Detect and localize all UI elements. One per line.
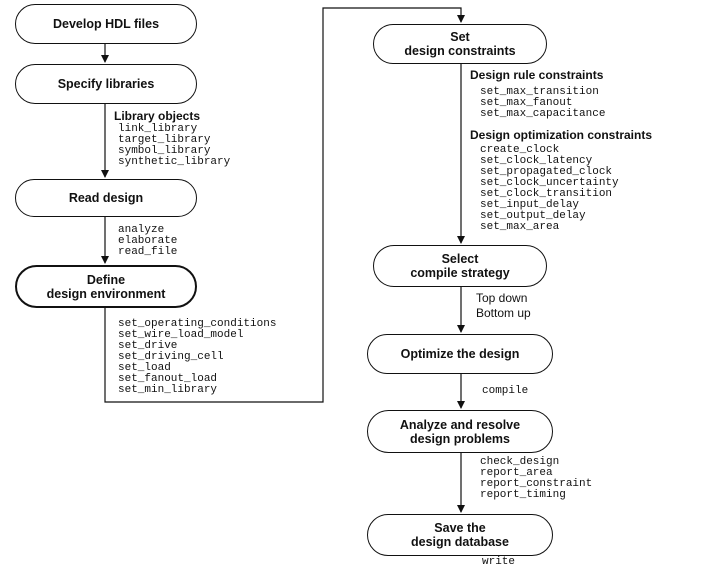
save-command: write — [482, 556, 516, 568]
develop-hdl-node: Develop HDL files — [15, 4, 197, 44]
compile-commands-list: compile — [482, 386, 528, 397]
save-commands-list: write — [482, 557, 515, 568]
set-constraints-label-line-1: Set — [450, 30, 470, 44]
design-rule-command: set_max_transition — [480, 86, 599, 98]
optimization-heading: Design optimization constraints — [470, 128, 653, 142]
optimization-command: set_max_area — [480, 221, 560, 233]
read-design-label: Read design — [68, 191, 144, 205]
compile-strategy-label-line-2: compile strategy — [410, 266, 510, 280]
read-design-node: Read design — [15, 179, 197, 217]
compile-strategy-label-line-1: Select — [441, 252, 479, 266]
optimization-command: set_propagated_clock — [480, 166, 613, 178]
develop-hdl-label: Develop HDL files — [52, 17, 160, 31]
design-rule-command: set_max_fanout — [480, 97, 573, 109]
define-environment-label-line-2: design environment — [46, 286, 166, 301]
environment-commands-list: set_operating_conditions set_wire_load_m… — [118, 319, 276, 396]
environment-command: set_wire_load_model — [118, 329, 244, 341]
environment-command: set_load — [118, 362, 171, 374]
analyze-command: report_constraint — [480, 478, 593, 490]
read-command: read_file — [118, 246, 178, 258]
save-database-node: Save the design database — [367, 514, 553, 556]
optimization-command: set_clock_latency — [480, 155, 593, 167]
set-constraints-node: Set design constraints — [373, 24, 547, 64]
set-constraints-label-line-2: design constraints — [404, 44, 516, 58]
library-item: target_library — [118, 134, 211, 146]
strategy-options-list: Top down Bottom up — [476, 291, 531, 321]
analyze-problems-node: Analyze and resolve design problems — [367, 410, 553, 453]
specify-libraries-label: Specify libraries — [57, 77, 155, 91]
analyze-command: report_timing — [480, 489, 566, 501]
read-commands-list: analyze elaborate read_file — [118, 225, 177, 258]
analyze-command: report_area — [480, 467, 553, 479]
read-command: analyze — [118, 224, 165, 236]
optimization-commands-list: create_clock set_clock_latency set_propa… — [480, 145, 619, 233]
optimization-command: set_clock_transition — [480, 188, 613, 200]
strategy-option: Bottom up — [476, 306, 531, 320]
environment-command: set_drive — [118, 340, 178, 352]
compile-command: compile — [482, 385, 529, 397]
optimization-command: create_clock — [480, 144, 560, 156]
library-item: symbol_library — [118, 145, 211, 157]
library-objects-list: link_library target_library symbol_libra… — [118, 124, 230, 168]
library-item: link_library — [118, 123, 198, 135]
environment-command: set_driving_cell — [118, 351, 224, 363]
analyze-problems-label-line-2: design problems — [409, 431, 511, 446]
design-rule-command: set_max_capacitance — [480, 108, 606, 120]
environment-command: set_operating_conditions — [118, 318, 277, 330]
define-environment-node: Define design environment — [15, 265, 197, 308]
analyze-commands-list: check_design report_area report_constrai… — [480, 457, 592, 501]
design-rule-commands-list: set_max_transition set_max_fanout set_ma… — [480, 87, 605, 120]
save-database-label-line-1: Save the — [434, 521, 486, 535]
library-objects-heading: Library objects — [114, 109, 201, 123]
optimize-design-label: Optimize the design — [400, 347, 520, 361]
environment-command: set_min_library — [118, 384, 218, 396]
connector-define-to-constraints — [104, 7, 465, 403]
optimization-command: set_output_delay — [480, 210, 586, 222]
define-environment-label-line-1: Define — [86, 272, 126, 287]
specify-libraries-node: Specify libraries — [15, 64, 197, 104]
analyze-problems-label-line-1: Analyze and resolve — [399, 417, 521, 432]
environment-command: set_fanout_load — [118, 373, 218, 385]
read-command: elaborate — [118, 235, 178, 247]
optimization-command: set_input_delay — [480, 199, 580, 211]
save-database-label-line-2: design database — [411, 535, 509, 549]
strategy-option: Top down — [476, 291, 528, 305]
library-item: synthetic_library — [118, 156, 231, 168]
optimize-design-node: Optimize the design — [367, 334, 553, 374]
optimization-command: set_clock_uncertainty — [480, 177, 619, 189]
design-rule-heading: Design rule constraints — [470, 68, 604, 82]
compile-strategy-node: Select compile strategy — [373, 245, 547, 287]
analyze-command: check_design — [480, 456, 560, 468]
